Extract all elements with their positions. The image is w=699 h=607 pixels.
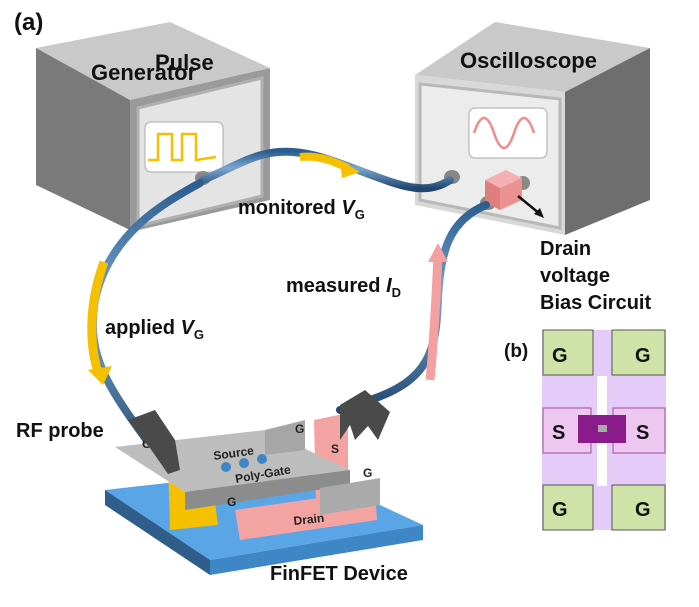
pulse-generator — [36, 22, 270, 232]
oscilloscope-title: Oscilloscope — [460, 48, 597, 73]
drain-label: Drain — [293, 511, 325, 528]
monitored-label: monitored VG — [238, 197, 365, 222]
pad-g-2: G — [295, 422, 304, 436]
gate-pad-br — [611, 484, 666, 531]
pulse-title-2: Generator — [91, 60, 197, 85]
right-rf-probe — [340, 390, 390, 440]
pad-g-4: G — [363, 466, 372, 480]
square-wave-icon — [148, 132, 217, 162]
gate-pad-tr — [611, 329, 666, 376]
oscilloscope-screen — [468, 107, 548, 159]
sine-wave-icon — [472, 116, 536, 150]
drain-cable — [336, 201, 490, 414]
layout-g-1: G — [552, 345, 568, 367]
source-label: Source — [212, 443, 255, 463]
rf-probe-label: RF probe — [16, 420, 104, 442]
measured-arrow — [425, 254, 443, 381]
panel-b-label: (b) — [504, 341, 528, 362]
gate-pad-bl — [542, 484, 594, 531]
panel-a-label: (a) — [14, 9, 43, 36]
left-rf-probe — [128, 410, 180, 474]
bias-label-1: Drain — [540, 238, 591, 260]
layout-s-2: S — [636, 422, 649, 444]
layout-panel — [542, 329, 666, 531]
pulse-screen — [144, 121, 224, 173]
finfet-title: FinFET Device — [270, 563, 408, 585]
layout-s-1: S — [552, 422, 565, 444]
bias-label-3: Bias Circuit — [540, 292, 651, 314]
bias-label-2: voltage — [540, 265, 610, 287]
applied-label: applied VG — [105, 317, 204, 342]
oscilloscope — [415, 22, 650, 235]
layout-g-2: G — [635, 345, 651, 367]
pad-s: S — [331, 442, 339, 456]
drain-bias-box — [485, 170, 522, 210]
finfet-device — [105, 413, 423, 575]
applied-arrow — [87, 260, 109, 374]
pad-g-3: G — [227, 495, 236, 509]
pad-g-1: G — [142, 437, 151, 451]
gate-pad-tl — [542, 329, 594, 376]
pulse-title-1: Pulse — [155, 50, 214, 75]
measured-label: measured ID — [286, 275, 401, 300]
layout-g-4: G — [635, 499, 651, 521]
bias-pointer-arrow — [517, 195, 541, 215]
layout-g-3: G — [552, 499, 568, 521]
